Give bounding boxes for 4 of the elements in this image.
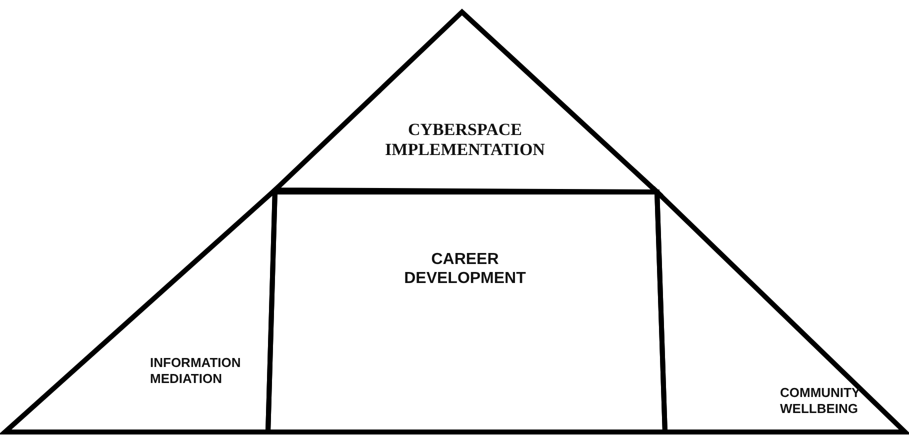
section-label: CYBERSPACE IMPLEMENTATION bbox=[384, 120, 546, 161]
section-label: COMMUNITY WELLBEING bbox=[780, 385, 861, 416]
section-label: CAREER DEVELOPMENT bbox=[403, 250, 527, 288]
section-label: INFORMATION MEDIATION bbox=[150, 355, 242, 386]
